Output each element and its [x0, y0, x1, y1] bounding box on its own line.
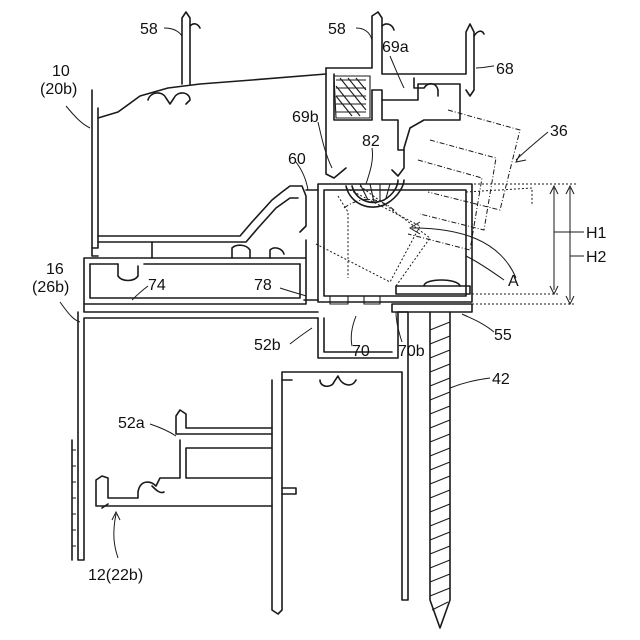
label-78: 78 [254, 277, 272, 294]
sash-frame-profile [304, 180, 472, 302]
label-26b: (26b) [32, 279, 69, 296]
rotation-arrow [410, 222, 516, 278]
label-20b: (20b) [40, 81, 77, 98]
label-82: 82 [362, 133, 380, 150]
label-16: 16 [46, 261, 64, 278]
label-58-right: 58 [328, 21, 346, 38]
label-A: A [508, 273, 519, 290]
label-58-left: 58 [140, 21, 158, 38]
label-55: 55 [494, 327, 512, 344]
label-70b: 70b [398, 343, 425, 360]
label-68: 68 [496, 61, 514, 78]
label-52b: 52b [254, 337, 281, 354]
label-60: 60 [288, 151, 306, 168]
label-10: 10 [52, 63, 70, 80]
label-12-22b: 12(22b) [88, 567, 143, 584]
middle-frame-profile [84, 240, 318, 312]
label-42: 42 [492, 371, 510, 388]
label-H1: H1 [586, 225, 607, 242]
label-H2: H2 [586, 249, 607, 266]
upper-frame-right-profile [326, 12, 484, 178]
label-70: 70 [352, 343, 370, 360]
rotating-sash-dashed [316, 110, 532, 286]
label-36: 36 [550, 123, 568, 140]
leader-lines [60, 28, 548, 558]
left-panel-edge [72, 440, 76, 560]
label-69b: 69b [292, 109, 319, 126]
upper-frame-profile [92, 12, 326, 256]
label-69a: 69a [382, 39, 409, 56]
label-52a: 52a [118, 415, 145, 432]
label-74: 74 [148, 277, 166, 294]
